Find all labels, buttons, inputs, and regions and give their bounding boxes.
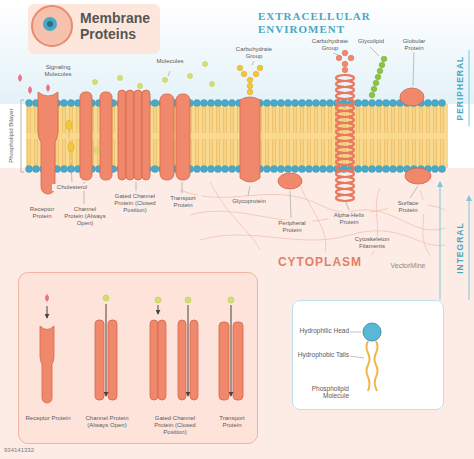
inset-ground <box>292 300 444 410</box>
part-label: Receptor Protein <box>22 206 62 220</box>
region-label: CYTOPLASM <box>262 256 378 270</box>
part-label: Carbohydrate Group <box>232 46 276 60</box>
side-scale <box>469 50 470 300</box>
inset-panel: Hydrophilic HeadHydrophobic TailsPhospho… <box>292 300 444 410</box>
phospholipid-figure <box>350 323 381 391</box>
extracellular-ground <box>0 0 474 104</box>
carbohydrate-chain <box>336 50 354 73</box>
part-label: Signaling Molecules <box>36 64 80 78</box>
diagram-title: Membrane Proteins <box>80 10 158 42</box>
signaling-molecules <box>18 74 50 94</box>
inset-molecules <box>45 294 234 303</box>
cytoskeleton-filaments <box>180 182 445 255</box>
part-label: Molecules <box>150 58 190 65</box>
scale-label: PERIPHERAL <box>455 48 465 128</box>
bilayer-bracket <box>21 100 24 172</box>
part-label: Gated Channel Protein (Closed Position) <box>110 193 160 214</box>
part-label: Glycolipid <box>354 38 388 45</box>
part-label: Hydrophilic Head <box>297 327 349 334</box>
cell-icon <box>32 6 72 46</box>
part-label: Glycoprotein <box>228 198 270 205</box>
cytoplasm-ground <box>0 168 474 459</box>
part-label: Cholesterol <box>52 184 92 191</box>
part-label: Phospholipid Molecule <box>297 385 349 400</box>
part-label: Surface Protein <box>388 200 428 214</box>
leader-lines <box>71 47 418 218</box>
part-label: Channel Protein (Always Open) <box>84 415 130 429</box>
part-label: Transport Protein <box>209 415 255 429</box>
part-label: Cytoskeleton Filaments <box>346 236 398 250</box>
part-label: Phospholipid Bilayer <box>8 99 15 173</box>
cholesterol <box>66 120 74 160</box>
inset-panel: Receptor Protein Channel Protein (Always … <box>18 272 258 444</box>
part-label: Gated Channel Protein (Closed Position) <box>148 415 202 436</box>
part-label: Hydrophobic Tails <box>297 351 349 358</box>
part-label: Alpha-Helix Protein <box>328 212 370 226</box>
image-id: 934141332 <box>4 447 64 454</box>
part-label: Peripheral Protein <box>272 220 312 234</box>
part-label: Receptor Protein <box>25 415 71 422</box>
inset-proteins <box>40 320 243 403</box>
carbohydrate-chain <box>237 65 263 95</box>
title-box <box>28 4 160 54</box>
glycolipid-chain <box>369 56 387 98</box>
part-label: Channel Protein (Always Open) <box>64 206 106 227</box>
pointer-line <box>440 182 441 300</box>
membrane-proteins <box>38 88 431 194</box>
region-label: EXTRACELLULAR ENVIROMENT <box>258 10 393 35</box>
inset-arrows <box>47 304 231 396</box>
watermark: VectorMine <box>380 262 436 270</box>
part-label: Transport Protein <box>164 195 202 209</box>
part-label: Globular Protein <box>394 38 434 52</box>
scale-label: INTEGRAL <box>455 208 465 288</box>
part-label: Carbohydrate Group <box>310 38 350 52</box>
alpha-helix <box>336 75 354 201</box>
inset-ground <box>18 272 258 444</box>
